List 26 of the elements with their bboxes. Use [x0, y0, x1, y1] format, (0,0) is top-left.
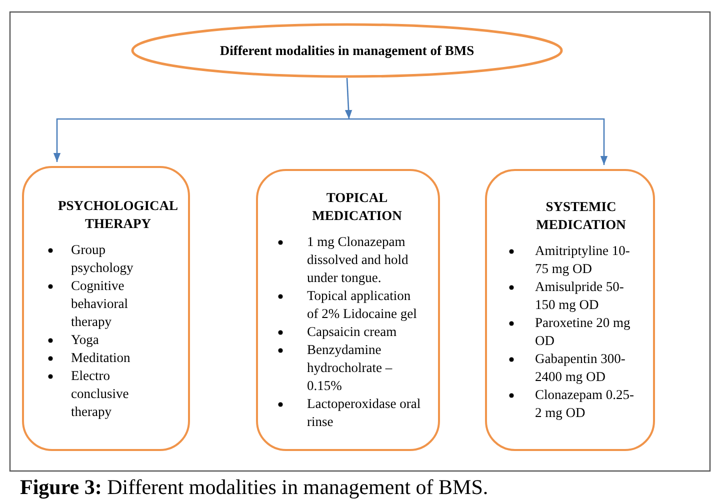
list-item: Amisulpride 50-150 mg OD	[535, 279, 624, 312]
box-heading: TOPICAL MEDICATION	[312, 190, 402, 223]
rounded-box	[485, 169, 655, 451]
rounded-box	[22, 166, 190, 451]
list-item: Capsaicin cream	[307, 324, 397, 339]
list-item: Clonazepam 0.25-2 mg OD	[535, 387, 634, 420]
box-heading: SYSTEMIC MEDICATION	[536, 199, 626, 232]
rounded-box	[256, 169, 440, 451]
list-item: Paroxetine 20 mg OD	[535, 315, 630, 348]
figure-caption: Figure 3: Different modalities in management of BMS.	[20, 474, 488, 500]
list-item: Topical application of 2% Lidocaine gel	[307, 288, 417, 321]
list-item: Amitriptyline 10-75 mg OD	[535, 243, 630, 276]
list-item: Lactoperoxidase oral rinse	[307, 396, 421, 429]
box-heading: PSYCHOLOGICAL THERAPY	[58, 198, 178, 230]
list-item: Electro conclusive therapy	[71, 368, 129, 418]
arrow	[344, 78, 352, 120]
list-item: Group psychology	[71, 242, 134, 274]
arrow	[53, 118, 349, 162]
list-item: 1 mg Clonazepam dissolved and hold under tongue.	[307, 234, 408, 285]
node-title: Different modalities in management of BMS	[220, 42, 474, 58]
arrow	[349, 118, 608, 165]
list-item: Cognitive behavioral therapy	[71, 278, 128, 328]
list-item: Yoga	[71, 332, 99, 346]
list-item: Gabapentin 300-2400 mg OD	[535, 351, 626, 384]
list-item: Meditation	[71, 350, 130, 364]
list-item: Benzydamine hydrocholrate – 0.15%	[307, 342, 392, 393]
